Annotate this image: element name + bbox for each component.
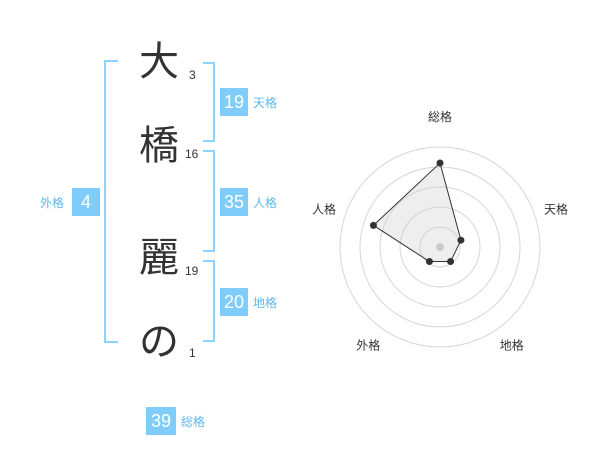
stroke-count-3: 19 xyxy=(185,264,199,278)
name-char-1: 大 xyxy=(139,39,179,85)
radar-grid-ring xyxy=(399,206,481,288)
chikaku-score-badge: 20 xyxy=(220,288,248,316)
jinkaku-score-badge: 35 xyxy=(220,188,248,216)
name-char-2: 橋 xyxy=(139,123,179,169)
tenkaku-label: 天格 xyxy=(253,96,278,110)
radar-data-point xyxy=(436,159,444,167)
stroke-count-1: 3 xyxy=(189,68,196,82)
name-char-4: の xyxy=(139,319,179,365)
jinkaku-bracket xyxy=(203,150,215,252)
radar-axis-label: 外格 xyxy=(356,338,380,353)
radar-axis-label: 人格 xyxy=(312,201,336,216)
chikaku-bracket xyxy=(203,260,215,342)
tenkaku-score-badge: 19 xyxy=(220,88,248,116)
radar-grid-ring xyxy=(339,146,541,348)
radar-data-point xyxy=(369,221,377,229)
radar-grid-ring xyxy=(419,226,461,268)
gaikaku-score-badge: 4 xyxy=(72,188,100,216)
tenkaku-bracket xyxy=(203,62,215,142)
gaikaku-bracket xyxy=(104,60,118,343)
radar-series-polygon xyxy=(372,162,462,263)
name-char-3: 麗 xyxy=(139,235,179,281)
gaikaku-label: 外格 xyxy=(40,196,65,210)
radar-grid-ring xyxy=(379,186,501,308)
radar-grid-ring xyxy=(359,166,521,328)
radar-axis-label: 天格 xyxy=(544,201,568,216)
stroke-count-2: 16 xyxy=(185,147,199,161)
soukaku-label: 総格 xyxy=(181,415,206,429)
radar-axis-label: 地格 xyxy=(500,338,524,353)
radar-data-point xyxy=(447,258,455,266)
radar-center-dot xyxy=(436,243,444,251)
stroke-count-4: 1 xyxy=(189,346,196,360)
soukaku-score-badge: 39 xyxy=(146,407,176,435)
jinkaku-label: 人格 xyxy=(253,196,278,210)
radar-data-point xyxy=(425,258,433,266)
radar-data-point xyxy=(457,236,465,244)
chikaku-label: 地格 xyxy=(253,296,278,310)
radar-axis-label: 総格 xyxy=(428,110,452,124)
